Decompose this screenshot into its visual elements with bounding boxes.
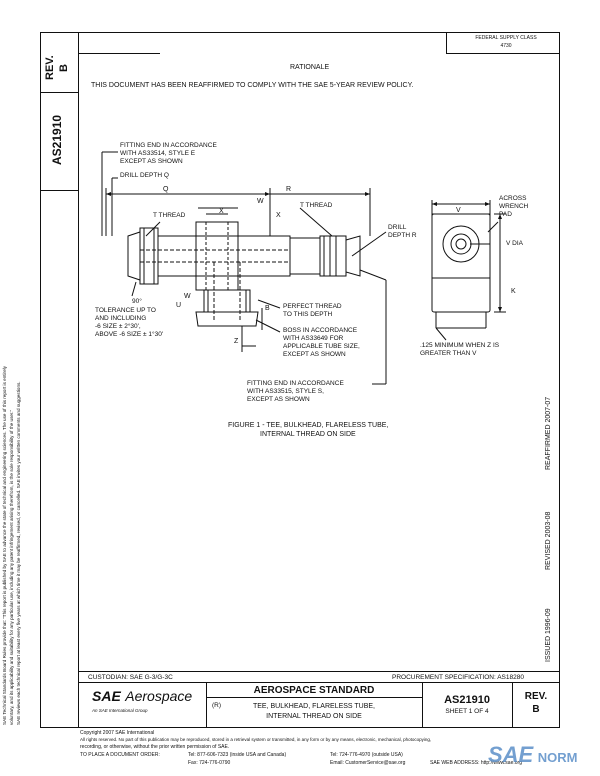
bottom-boss <box>203 289 251 313</box>
label-across-wrench-pad-line1: ACROSS <box>499 195 527 202</box>
description-line1: TEE, BULKHEAD, FLARELESS TUBE, <box>252 703 376 710</box>
label-boss-line4: EXCEPT AS SHOWN <box>283 351 346 358</box>
federal-supply-class-box <box>446 32 560 54</box>
title-block-top <box>78 671 560 672</box>
copyright-line1: Copyright 2007 SAE International <box>80 730 155 736</box>
label-fitting-end-2-line1: FITTING END IN ACCORDANCE <box>247 380 344 387</box>
frame-left <box>40 32 41 727</box>
label-minimum-note-line1: .125 MINIMUM WHEN Z IS <box>420 342 500 349</box>
frame-bottom <box>40 727 560 728</box>
label-boss-line2: WITH AS33649 FOR <box>283 335 344 342</box>
rationale-title: RATIONALE <box>290 64 330 71</box>
tel-outside: Tel: 724-776-4970 (outside USA) <box>330 752 403 758</box>
bottom-boss-flange <box>195 311 259 327</box>
figure-caption-line1: FIGURE 1 - TEE, BULKHEAD, FLARELESS TUBE… <box>228 422 389 429</box>
label-t-thread-2: T THREAD <box>300 202 333 209</box>
title-rev-label: REV. <box>524 691 548 702</box>
label-tolerance-line2: AND INCLUDING <box>95 315 147 322</box>
logo-sae: SAE <box>92 688 121 704</box>
label-boss-line1: BOSS IN ACCORDANCE <box>283 327 358 334</box>
logo-aerospace: Aerospace <box>125 688 193 704</box>
label-minimum-note-line2: GREATER THAN V <box>420 350 477 357</box>
title-block-col-2 <box>422 682 423 727</box>
label-fitting-end-2-line2: WITH AS33515, STYLE S, <box>247 388 324 395</box>
label-v: V <box>456 207 461 214</box>
frame-top <box>40 32 560 33</box>
logo-tagline: An SAE International Group <box>92 708 148 713</box>
frame-right <box>559 32 560 727</box>
title-block-col-1 <box>206 682 207 727</box>
title-block-standard-divider <box>206 697 422 698</box>
watermark-logo: SAE <box>488 742 534 767</box>
label-r: R <box>286 186 292 193</box>
label-u: U <box>176 302 182 309</box>
sae-norm-watermark: SAE NORM <box>488 742 577 768</box>
title-block-col-3 <box>512 682 513 727</box>
label-v-dia: V DIA <box>506 240 523 247</box>
label-w2: W <box>184 293 191 300</box>
label-drill-depth-r-line1: DRILL <box>388 224 407 231</box>
label-perfect-thread-line2: TO THIS DEPTH <box>283 311 333 318</box>
title-block-row-divider <box>78 682 560 683</box>
label-w1: W <box>257 198 264 205</box>
sheet-number: SHEET 1 OF 4 <box>445 708 489 715</box>
right-fitting-end <box>345 235 361 277</box>
label-tolerance-line4: ABOVE -6 SIZE ± 1°30' <box>95 331 164 338</box>
center-hex <box>195 221 239 291</box>
label-fitting-end-1-line2: WITH AS33514, STYLE E <box>120 150 196 157</box>
end-view-inner-circle <box>450 233 472 255</box>
title-doc-number: AS21910 <box>444 694 490 706</box>
rev-divider <box>40 92 78 93</box>
tee-body <box>157 235 291 277</box>
fax: Fax: 724-776-0790 <box>188 760 231 766</box>
title-rev-value: B <box>532 704 540 715</box>
label-across-wrench-pad-line3: PAD <box>499 211 512 218</box>
procurement-specification: PROCUREMENT SPECIFICATION: AS18280 <box>392 674 524 681</box>
label-across-wrench-pad-line2: WRENCH <box>499 203 529 210</box>
copyright-line2: All rights reserved. No part of this pub… <box>80 737 432 742</box>
end-view-bore <box>455 238 467 250</box>
email: Email: CustomerService@sae.org <box>330 760 406 766</box>
label-t-thread-1: T THREAD <box>153 212 186 219</box>
left-fitting-end <box>127 231 141 281</box>
header-divider <box>78 53 160 54</box>
label-drill-depth-r-line2: DEPTH R <box>388 232 417 239</box>
federal-supply-class-value: 4730 <box>500 43 512 49</box>
federal-supply-class-label: FEDERAL SUPPLY CLASS <box>475 35 537 41</box>
r-mark: (R) <box>212 702 222 709</box>
label-tolerance-line3: -6 SIZE ± 2°30', <box>95 323 141 330</box>
label-b: B <box>265 305 270 312</box>
sae-aerospace-logo: SAE Aerospace <box>92 688 192 706</box>
label-fitting-end-2-line3: EXCEPT AS SHOWN <box>247 396 310 403</box>
copyright-line3: recording, or otherwise, without the pri… <box>80 744 230 750</box>
label-boss-line3: APPLICABLE TUBE SIZE, <box>283 343 360 350</box>
figure-caption-line2: INTERNAL THREAD ON SIDE <box>260 431 356 438</box>
web-address: SAE WEB ADDRESS: http://www.sae.org <box>430 760 522 766</box>
frame-inner-left <box>78 32 79 727</box>
label-x1: X <box>219 208 224 215</box>
label-fitting-end-1-line1: FITTING END IN ACCORDANCE <box>120 142 217 149</box>
label-z: Z <box>234 338 239 345</box>
end-view-pad <box>431 213 491 279</box>
label-fitting-end-1-line3: EXCEPT AS SHOWN <box>120 158 183 165</box>
label-q: Q <box>163 186 169 193</box>
order-label: TO PLACE A DOCUMENT ORDER: <box>80 752 160 758</box>
watermark-text: NORM <box>537 750 578 765</box>
left-hex <box>139 227 159 285</box>
description-line2: INTERNAL THREAD ON SIDE <box>266 713 362 720</box>
label-tolerance-line1: TOLERANCE UP TO <box>95 307 156 314</box>
label-x2: X <box>276 212 281 219</box>
label-drill-depth-q: DRILL DEPTH Q <box>120 172 169 179</box>
rationale-text: THIS DOCUMENT HAS BEEN REAFFIRMED TO COM… <box>91 82 414 89</box>
label-angle: 90° <box>132 298 142 305</box>
label-k: K <box>511 288 516 295</box>
end-view-body <box>431 213 491 313</box>
doc-divider <box>40 190 78 191</box>
standard-title: AEROSPACE STANDARD <box>253 685 375 696</box>
tel-inside: Tel: 877-606-7323 (inside USA and Canada… <box>188 752 287 758</box>
custodian: CUSTODIAN: SAE G-3/G-3C <box>88 674 173 681</box>
label-perfect-thread-line1: PERFECT THREAD <box>283 303 342 310</box>
right-tube <box>289 237 321 275</box>
